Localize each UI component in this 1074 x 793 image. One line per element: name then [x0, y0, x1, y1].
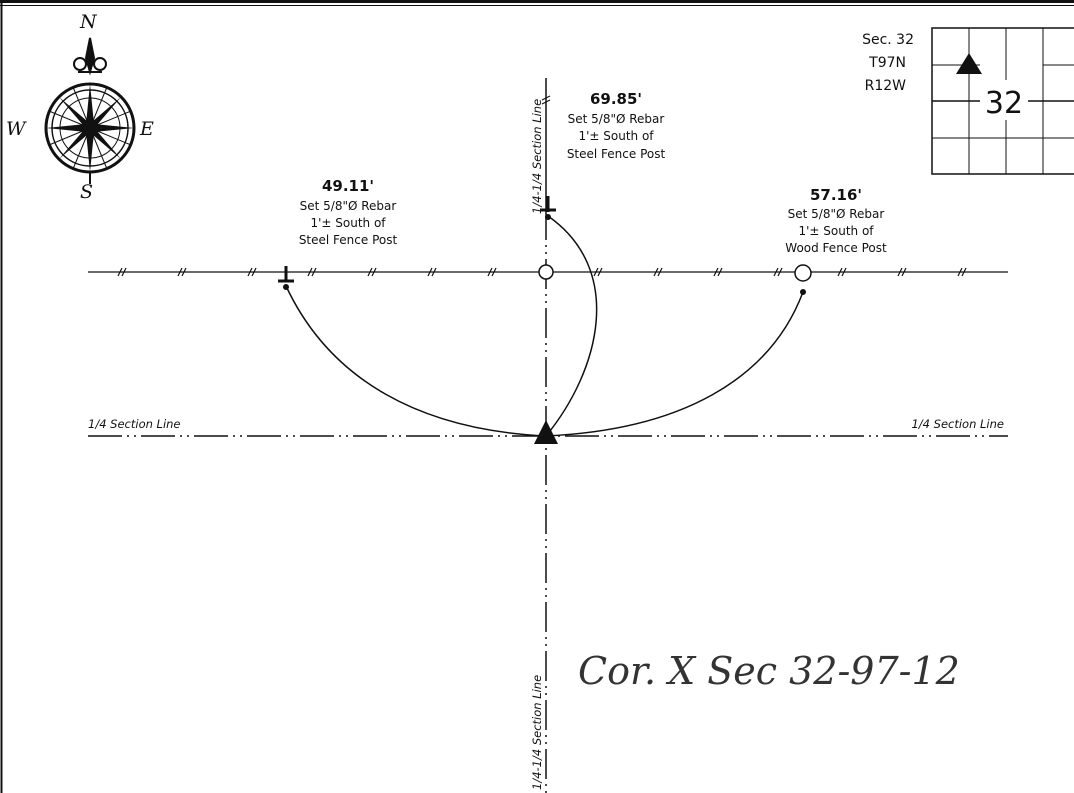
sixteenth-section-line [541, 78, 551, 793]
section-label: Sec. 32 [862, 32, 914, 48]
quarter-section-label-right: 1/4 Section Line [911, 417, 1004, 431]
corner-marker-icon [956, 53, 982, 74]
tie-distance-right: 57.16' [810, 186, 862, 204]
section-corner-icon [534, 420, 558, 444]
tie-distance-left: 49.11' [322, 177, 374, 195]
rebar-monument-left [278, 266, 294, 290]
tie-note-left-line1: Set 5/8"Ø Rebar [300, 199, 397, 213]
compass-south-label: S [80, 181, 93, 203]
compass-rose-icon: N W E S [6, 11, 154, 203]
compass-east-label: E [139, 118, 154, 140]
section-location: Sec. 32 T97N R12W [862, 32, 914, 94]
tie-arcs [285, 215, 804, 437]
fleur-de-lis-icon [73, 37, 107, 76]
tie-arc-right [545, 291, 804, 437]
tie-note-top-line1: Set 5/8"Ø Rebar [568, 112, 665, 126]
tie-note-left-line2: 1'± South of [310, 216, 386, 230]
tie-note-left: 49.11' Set 5/8"Ø Rebar 1'± South of Stee… [299, 177, 398, 247]
tie-note-top-line3: Steel Fence Post [567, 147, 666, 161]
tie-note-right-line2: 1'± South of [798, 224, 874, 238]
center-monument-icon [538, 264, 554, 280]
handwritten-corner-note: Cor. X Sec 32-97-12 [578, 649, 960, 693]
tie-distance-top: 69.85' [590, 90, 642, 108]
township-label: T97N [868, 55, 906, 71]
tie-note-left-line3: Steel Fence Post [299, 233, 398, 247]
sixteenth-section-label-top: 1/4-1/4 Section Line [530, 99, 544, 214]
tie-note-right-line3: Wood Fence Post [785, 241, 887, 255]
tie-arc-top [545, 215, 598, 437]
sixteenth-section-label-bottom: 1/4-1/4 Section Line [530, 675, 544, 790]
tie-note-right: 57.16' Set 5/8"Ø Rebar 1'± South of Wood… [785, 186, 887, 255]
tie-note-top-line2: 1'± South of [578, 129, 654, 143]
tie-note-top: 69.85' Set 5/8"Ø Rebar 1'± South of Stee… [567, 90, 666, 161]
compass-west-label: W [6, 118, 27, 140]
rebar-monument-top [540, 196, 556, 220]
key-map-section-number: 32 [985, 86, 1023, 121]
quarter-section-label-left: 1/4 Section Line [88, 417, 181, 431]
tie-arc-left [285, 285, 547, 437]
location-key-map: 32 [931, 27, 1074, 175]
compass-north-label: N [79, 11, 98, 33]
rebar-monument-right [794, 264, 812, 295]
range-label: R12W [865, 78, 907, 94]
tie-note-right-line1: Set 5/8"Ø Rebar [788, 207, 885, 221]
